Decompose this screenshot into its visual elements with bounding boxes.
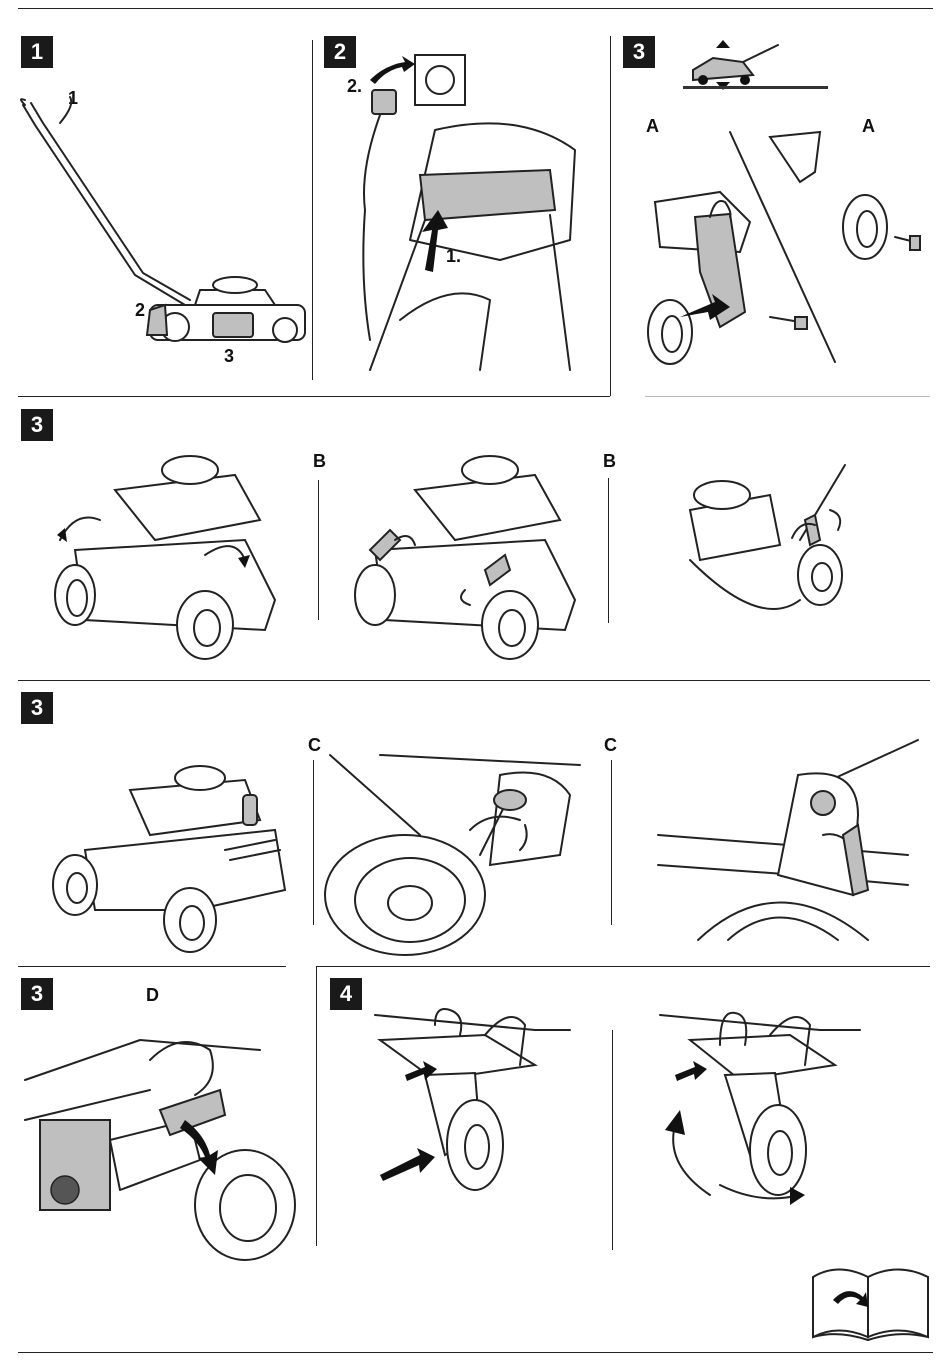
rear-wheel-adjust-illustration (20, 1020, 295, 1255)
charger-connection-illustration (320, 50, 610, 375)
label-c-1: C (308, 735, 321, 756)
divider (610, 36, 611, 396)
divider (316, 966, 930, 967)
divider (612, 1030, 613, 1250)
height-adjust-levers-illustration-b (345, 440, 585, 660)
divider (318, 480, 319, 620)
front-wheel-mount-illustration (640, 122, 935, 372)
swivel-wheel-lock-illustration (375, 1005, 575, 1200)
label-b-2: B (603, 451, 616, 472)
divider (316, 966, 317, 1246)
step-badge-1: 1 (21, 36, 53, 68)
handle-adjust-knob-illustration (658, 735, 923, 940)
step-badge-4: 4 (330, 978, 362, 1010)
divider (18, 966, 286, 967)
height-lever-wheel-illustration (320, 755, 605, 955)
lawnmower-height-icon (683, 40, 828, 92)
read-manual-icon (808, 1262, 933, 1342)
divider (313, 760, 314, 925)
divider (645, 396, 930, 397)
lever-detail-illustration (680, 460, 880, 650)
divider (608, 478, 609, 623)
mower-handle-illustration (15, 95, 315, 355)
label-b-1: B (313, 451, 326, 472)
height-adjust-levers-illustration (45, 440, 285, 660)
step-badge-3c: 3 (21, 692, 53, 724)
top-border (18, 8, 933, 9)
step-badge-3b: 3 (21, 409, 53, 441)
swivel-wheel-free-illustration (660, 1005, 885, 1215)
step-badge-3a: 3 (623, 36, 655, 68)
divider (611, 760, 612, 925)
divider (18, 680, 930, 681)
label-d: D (146, 985, 159, 1006)
step-badge-3d: 3 (21, 978, 53, 1010)
central-height-adjust-illustration (45, 760, 295, 960)
divider (18, 396, 610, 397)
bottom-border (18, 1352, 933, 1353)
label-c-2: C (604, 735, 617, 756)
